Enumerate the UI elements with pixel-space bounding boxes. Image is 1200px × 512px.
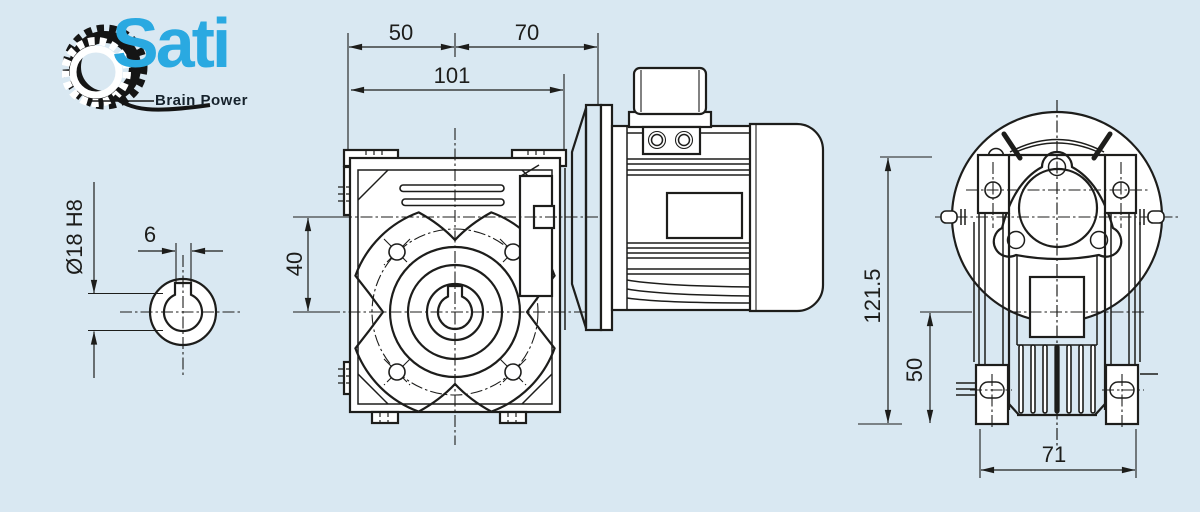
dim-label-front-left: 50 — [389, 20, 413, 45]
gearbox-front-view: 40 50 70 101 — [282, 20, 614, 445]
dim-label-front-right: 70 — [515, 20, 539, 45]
sati-logo: Sati Brain Power — [62, 8, 262, 118]
shaft-section-view: Ø18 H8 6 — [62, 182, 243, 378]
motor-side-view — [570, 66, 825, 332]
flange-screws — [383, 238, 527, 386]
cooling-fins — [1018, 344, 1096, 414]
dim-label-axis-offset: 40 — [282, 252, 307, 276]
cable-gland-holes — [647, 130, 694, 150]
dim-label-keyway: 6 — [144, 222, 156, 247]
dim-label-front-total: 101 — [434, 63, 471, 88]
dim-label-side-center-height: 50 — [902, 358, 927, 382]
dim-label-shaft-bore: Ø18 H8 — [62, 199, 87, 275]
gear-icon — [62, 24, 211, 112]
dim-label-base-width: 71 — [1042, 442, 1066, 467]
dim-label-side-height: 121.5 — [860, 268, 885, 323]
brand-tagline: Brain Power — [155, 92, 249, 109]
gearbox-end-view: 121.5 50 71 — [858, 100, 1180, 478]
brand-text: Sati — [112, 4, 231, 82]
